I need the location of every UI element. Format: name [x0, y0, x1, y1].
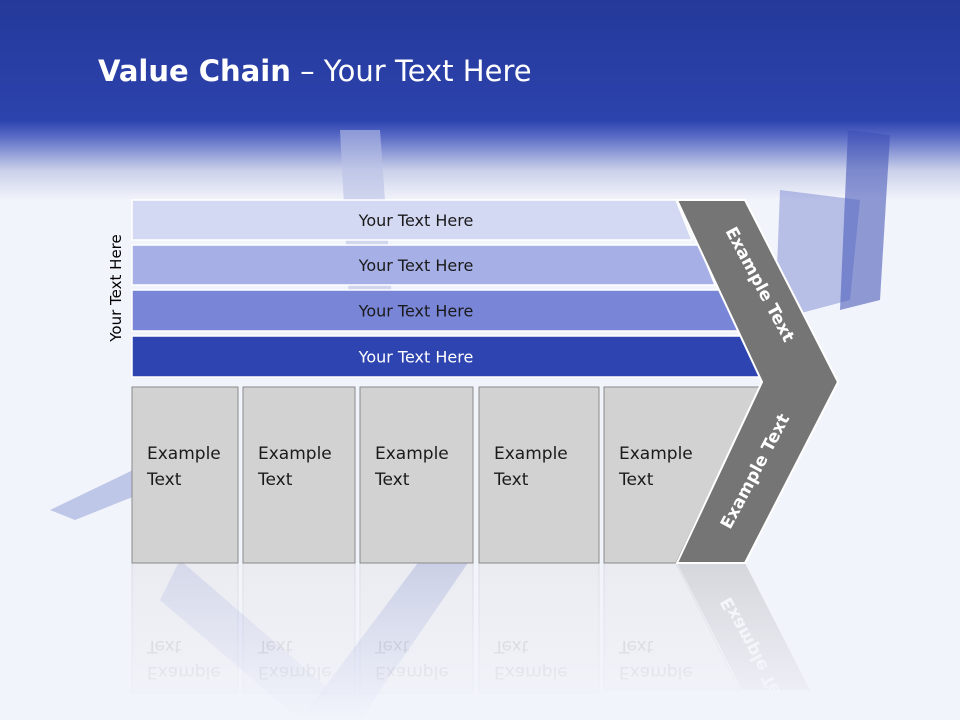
support-bar-1: Your Text Here [131, 199, 694, 241]
cell-text-line-2: Text [257, 470, 293, 490]
cell-shape [242, 386, 356, 564]
cell-text-line-2: Text [618, 470, 654, 490]
support-bar-2: Your Text Here [131, 244, 717, 286]
cell-text-line-2: Text [146, 470, 182, 490]
support-bar-4: Your Text Here [131, 335, 764, 378]
title-rest: – Your Text Here [290, 54, 532, 88]
support-bar-3: Your Text Here [131, 289, 741, 332]
cell-shape [478, 386, 600, 564]
cell-text-line-1: Example [494, 444, 568, 464]
cell-text-line-1: Example [258, 444, 332, 464]
support-bar-label: Your Text Here [358, 302, 474, 321]
support-bar-shape [131, 244, 717, 286]
support-bar-label: Your Text Here [358, 256, 474, 275]
support-bar-shape [131, 199, 694, 241]
cell-shape [131, 386, 239, 564]
title-bold: Value Chain [98, 54, 291, 88]
cell-text-line-1: Example [147, 444, 221, 464]
cell-shape [359, 386, 474, 564]
support-bar-label: Your Text Here [358, 211, 474, 230]
cell-text-line-1: Example [375, 444, 449, 464]
cell-text-line-2: Text [374, 470, 410, 490]
support-bar-label: Your Text Here [358, 348, 474, 367]
cell-text-line-2: Text [493, 470, 529, 490]
chevron-shape [675, 199, 840, 564]
cell-text-line-1: Example [619, 444, 693, 464]
header-band [0, 0, 960, 200]
slide-title: Value Chain – Your Text Here [98, 54, 532, 88]
